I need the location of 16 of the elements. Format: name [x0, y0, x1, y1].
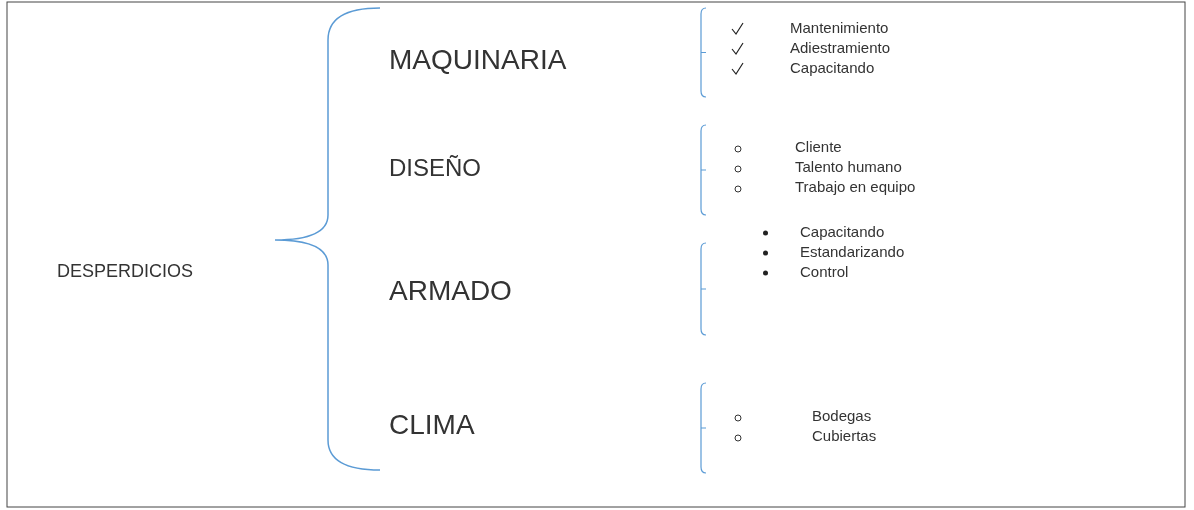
list-item: Adiestramiento: [790, 40, 891, 57]
list-item: Control: [800, 264, 849, 281]
list-item: Cubiertas: [812, 428, 877, 445]
list-item: Bodegas: [812, 408, 872, 425]
list-item: Cliente: [795, 139, 842, 156]
main-heading: DESPERDICIOS: [57, 262, 194, 282]
list-item: Mantenimiento: [790, 20, 889, 37]
category-heading: CLIMA: [389, 410, 475, 441]
list-item: Talento humano: [795, 159, 902, 176]
list-item: Estandarizando: [800, 244, 905, 261]
list-item: Capacitando: [790, 60, 875, 77]
category-heading: DISEÑO: [389, 155, 481, 182]
list-item: Capacitando: [800, 224, 885, 241]
list-item: Trabajo en equipo: [795, 179, 916, 196]
category-heading: ARMADO: [389, 276, 512, 307]
category-heading: MAQUINARIA: [389, 45, 567, 76]
